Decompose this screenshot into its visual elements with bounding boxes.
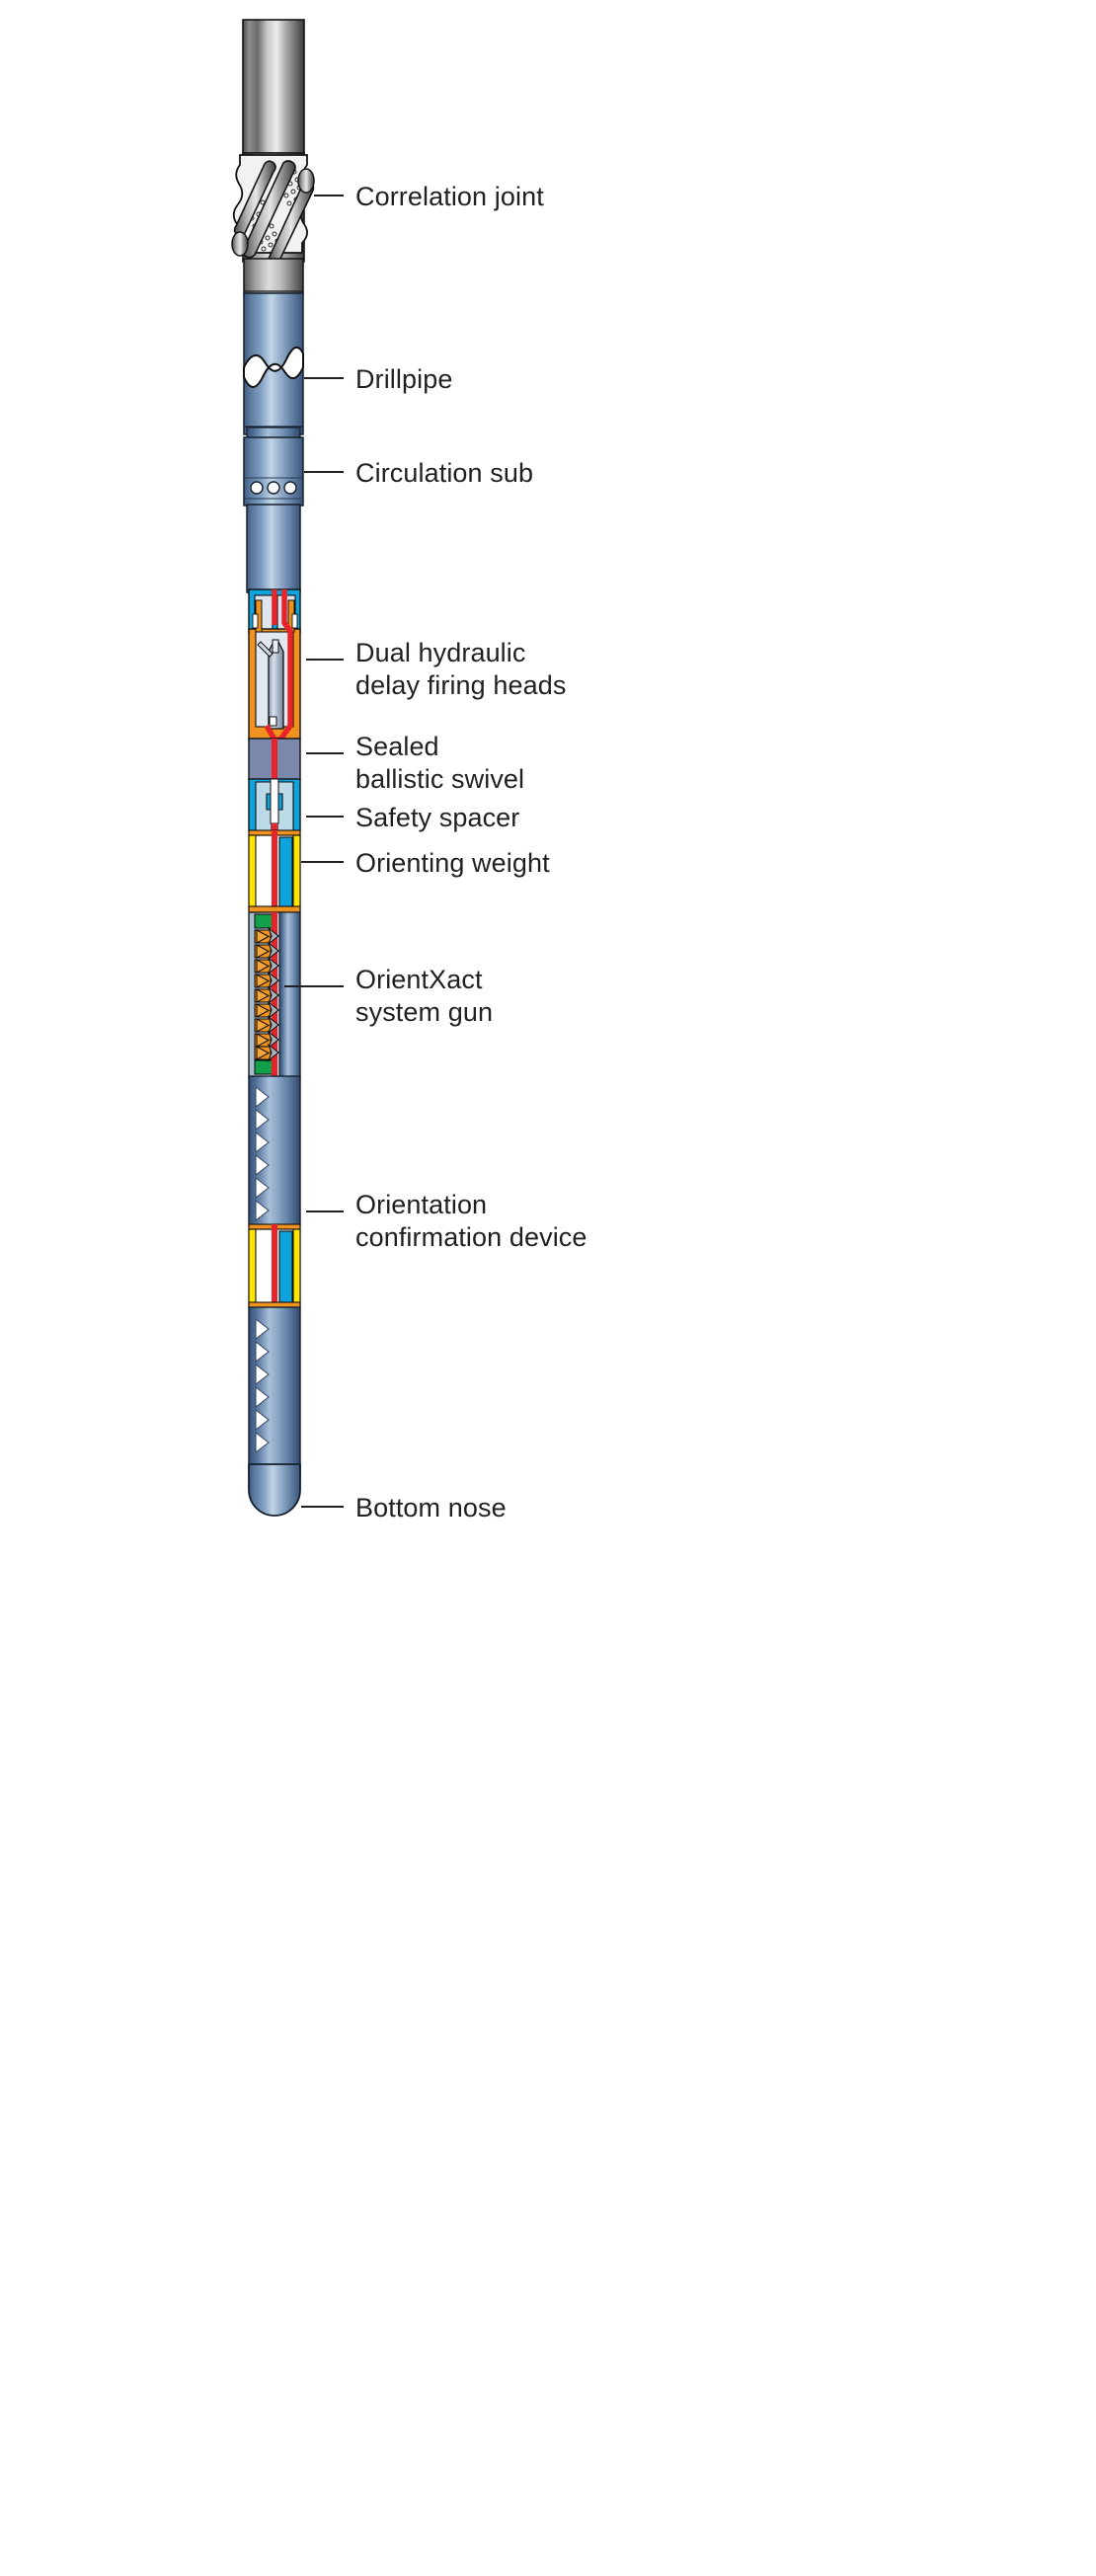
upper-carrier-pipe: [246, 504, 301, 593]
ballistic-swivel-component: [248, 738, 301, 781]
callout-label-safety-spacer: Safety spacer: [355, 803, 520, 832]
callout-label-drillpipe: Drillpipe: [355, 364, 453, 394]
upper-steel-pipe: [242, 19, 305, 158]
orienting-weight-component: [248, 829, 301, 914]
orientxact-gun-component: [248, 911, 301, 1079]
callout-label-correlation-joint: Correlation joint: [355, 182, 544, 211]
safety-spacer-component: [248, 778, 301, 833]
pipe-transition: [243, 258, 304, 295]
leader-lines: [284, 195, 344, 1508]
callout-label-ballistic-swivel: Sealed ballistic swivel: [355, 732, 525, 794]
circulation-sub-component: [243, 427, 304, 507]
drillpipe-component: [243, 292, 304, 435]
callout-label-orientation-device: Orientation confirmation device: [355, 1190, 587, 1252]
callout-label-bottom-nose: Bottom nose: [355, 1493, 507, 1522]
gun-body-upper: [248, 1075, 301, 1227]
callout-label-orientxact-gun: OrientXact system gun: [355, 965, 494, 1027]
correlation-joint-component: [231, 152, 315, 269]
gun-body-lower: [248, 1306, 301, 1474]
callout-label-orienting-weight: Orienting weight: [355, 848, 550, 878]
orientation-device-component: [248, 1223, 301, 1310]
bottom-nose-component: [248, 1463, 301, 1517]
firing-heads-component: [248, 588, 301, 742]
callout-label-firing-heads: Dual hydraulic delay firing heads: [355, 638, 567, 700]
callout-label-circulation-sub: Circulation sub: [355, 458, 534, 488]
